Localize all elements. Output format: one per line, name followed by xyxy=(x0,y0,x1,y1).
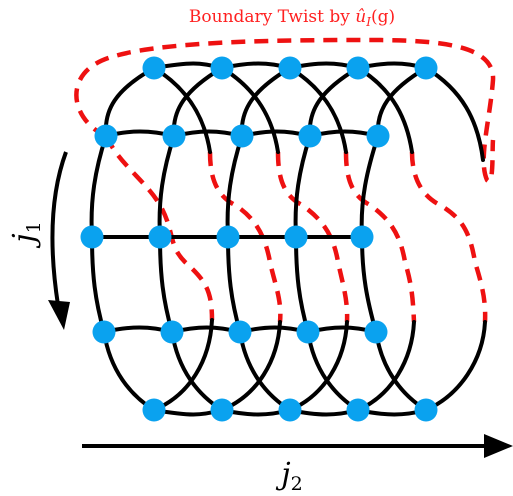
node-r1-c2 xyxy=(210,56,234,80)
node-r4-c5 xyxy=(364,320,388,344)
node-r4-c4 xyxy=(296,320,320,344)
j1-axis: j1 xyxy=(7,151,70,330)
column-1-back-lower xyxy=(152,318,214,412)
node-r1-c3 xyxy=(278,56,302,80)
j1-arrowhead-icon xyxy=(48,300,70,330)
diagram-title: Boundary Twist by ûI(g) xyxy=(189,7,395,29)
node-r2-c2 xyxy=(162,124,186,148)
twist-strand-3 xyxy=(275,151,350,323)
node-r1-c5 xyxy=(414,56,438,80)
node-r5-c1 xyxy=(142,398,166,422)
node-r5-c3 xyxy=(278,398,302,422)
twist-outer-loop xyxy=(74,37,496,184)
node-r4-c1 xyxy=(92,320,116,344)
node-r2-c4 xyxy=(298,124,322,148)
title-operator-subscript: I xyxy=(365,15,371,29)
j2-label: j2 xyxy=(275,457,302,495)
title-prefix: Boundary Twist by xyxy=(189,7,355,27)
column-5-back-lower xyxy=(424,320,487,412)
node-r5-c5 xyxy=(414,398,438,422)
node-r3-c5 xyxy=(350,225,374,249)
column-2-back-lower xyxy=(220,320,282,412)
title-argument: (g) xyxy=(371,7,395,27)
j1-arrow-shaft xyxy=(50,151,68,306)
node-r3-c4 xyxy=(284,225,308,249)
column-4-back xyxy=(356,66,414,154)
column-3-back xyxy=(288,66,348,154)
column-1-back xyxy=(152,66,212,154)
twist-strand-4 xyxy=(343,151,417,323)
title-operator: û xyxy=(355,7,366,27)
j1-label: j1 xyxy=(7,221,45,248)
column-5-back xyxy=(424,66,485,162)
j2-arrowhead-icon xyxy=(484,434,513,458)
column-4-back-lower xyxy=(356,320,416,412)
column-2-back xyxy=(220,66,280,154)
node-r3-c3 xyxy=(216,225,240,249)
node-r1-c1 xyxy=(142,56,166,80)
node-r2-c5 xyxy=(366,124,390,148)
node-r5-c4 xyxy=(346,398,370,422)
node-r2-c3 xyxy=(230,124,254,148)
node-r4-c3 xyxy=(228,320,252,344)
column-3-back-lower xyxy=(288,320,349,412)
node-r3-c1 xyxy=(80,225,104,249)
node-r2-c1 xyxy=(94,124,118,148)
twist-strand-2 xyxy=(207,151,283,323)
twist-strand-5 xyxy=(409,151,488,323)
node-r3-c2 xyxy=(148,225,172,249)
node-r5-c2 xyxy=(210,398,234,422)
j2-axis: j2 xyxy=(82,434,513,495)
node-r1-c4 xyxy=(346,56,370,80)
boundary-twist-curves xyxy=(74,37,496,323)
node-r4-c2 xyxy=(160,320,184,344)
lattice-nodes xyxy=(80,56,438,422)
